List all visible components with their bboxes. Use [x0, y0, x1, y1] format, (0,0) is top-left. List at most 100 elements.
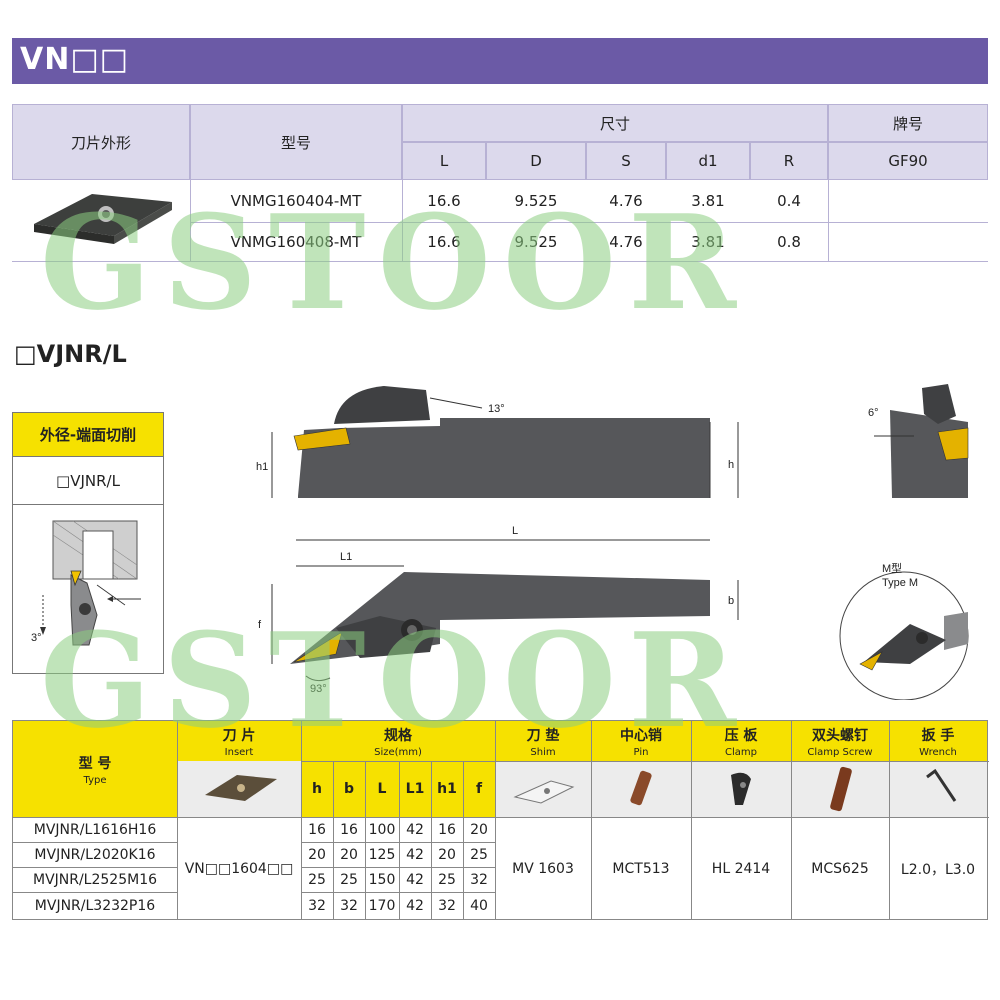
screw-header: 双头螺钉 Clamp Screw [791, 721, 889, 761]
grid-line [365, 761, 366, 919]
spec-row1-L: 100 [368, 822, 396, 838]
process-code: □VJNR/L [13, 457, 163, 505]
pin-header-en: Pin [633, 746, 649, 758]
spec-row4-model: MVJNR/L3232P16 [34, 898, 156, 914]
row2-D: 9.525 [514, 233, 558, 251]
grid-line [463, 761, 464, 919]
process-label: 外径-端面切削 [13, 413, 163, 457]
row1-d1: 3.81 [691, 192, 725, 210]
size-col-h: h [301, 761, 333, 817]
row2-model: VNMG160408-MT [230, 233, 362, 251]
wrench-picture-cell [889, 761, 987, 817]
clamp-value: HL 2414 [711, 860, 771, 877]
size-header: 规格 Size(mm) [301, 721, 495, 761]
screw-header-cn: 双头螺钉 [812, 727, 868, 744]
screw-picture [830, 766, 852, 812]
shim-picture-cell [495, 761, 591, 817]
grid-line [333, 761, 334, 919]
row2-d1: 3.81 [691, 233, 725, 251]
clamp-header-cn: 压 板 [724, 727, 758, 744]
col-divider [190, 180, 191, 262]
row2-L: 16.6 [427, 233, 461, 251]
spec-row3-b: 25 [340, 872, 358, 888]
dim-f: f [258, 619, 262, 631]
dim-b: b [728, 595, 734, 607]
angle-93: 93° [310, 683, 327, 695]
row1-L: 16.6 [427, 192, 461, 210]
screw-value: MCS625 [811, 860, 869, 877]
pin-picture-cell [591, 761, 691, 817]
grid-line [301, 842, 495, 843]
spec-row4-f: 40 [470, 898, 488, 914]
type-header-cn: 型 号 [78, 755, 112, 772]
pin-header: 中心销 Pin [591, 721, 691, 761]
col-divider [402, 180, 403, 262]
clamp-header-en: Clamp [725, 746, 757, 758]
model-header: 型号 [190, 104, 402, 180]
grid-line [591, 721, 592, 919]
grid-line [691, 721, 692, 919]
detail-type-cn: M型 [882, 561, 902, 575]
spec-row3-L: 150 [368, 872, 396, 888]
spec-row3-model: MVJNR/L2525M16 [32, 872, 158, 888]
wrench-header-en: Wrench [919, 746, 957, 758]
spec-row4-h1: 32 [438, 898, 456, 914]
dim-L: L [512, 525, 518, 537]
tool-drawing: h1 h 13° L L1 f b 93° 6° [250, 380, 990, 701]
type-header-en: Type [83, 774, 107, 786]
spec-row2-L1: 42 [406, 847, 424, 863]
grid-line [431, 761, 432, 919]
spec-row4-L: 170 [368, 898, 396, 914]
process-box: 外径-端面切削 □VJNR/L 3° [12, 412, 164, 674]
process-diagram: 3° [13, 505, 163, 673]
shim-header-en: Shim [530, 746, 556, 758]
grid-line [13, 817, 989, 818]
size-col-h1: h1 [431, 761, 463, 817]
grid-line [495, 721, 496, 919]
row-divider [190, 222, 988, 223]
spec-row4-h: 32 [308, 898, 326, 914]
insert-picture [205, 775, 277, 801]
screw-header-en: Clamp Screw [807, 746, 873, 758]
grid-line [301, 761, 989, 762]
spec-row3-L1: 42 [406, 872, 424, 888]
spec-row4-L1: 42 [406, 898, 424, 914]
clamp-picture-cell [691, 761, 791, 817]
grid-line [177, 721, 178, 919]
wrench-picture [926, 768, 957, 802]
col-L-header: L [402, 142, 486, 180]
dim-h: h [728, 459, 734, 471]
size-col-L1: L1 [399, 761, 431, 817]
grid-line [301, 721, 302, 919]
row1-R: 0.4 [777, 192, 801, 210]
size-col-b: b [333, 761, 365, 817]
wrench-header-cn: 扳 手 [921, 727, 955, 744]
spec-row2-h1: 20 [438, 847, 456, 863]
spec-row1-L1: 42 [406, 822, 424, 838]
spec-row2-L: 125 [368, 847, 396, 863]
insert-header: 刀 片 Insert [177, 721, 301, 761]
spec-row3-h1: 25 [438, 872, 456, 888]
col-d1-header: d1 [666, 142, 750, 180]
insert-table: 刀片外形 型号 尺寸 牌号 L D S d1 R GF90 VNMG160404… [12, 104, 988, 262]
section-title: □VJNR/L [14, 340, 127, 368]
size-col-L: L [365, 761, 399, 817]
angle-13: 13° [488, 403, 505, 415]
grid-line [791, 721, 792, 919]
row1-D: 9.525 [514, 192, 558, 210]
spec-row3-h: 25 [308, 872, 326, 888]
shim-value: MV 1603 [512, 860, 574, 877]
spec-row3-f: 32 [470, 872, 488, 888]
size-header-en: Size(mm) [374, 746, 422, 758]
wrench-value: L2.0，L3.0 [900, 861, 976, 878]
pin-header-cn: 中心销 [620, 727, 662, 744]
size-header: 尺寸 [402, 104, 828, 142]
angle-6: 6° [868, 407, 879, 419]
size-col-f: f [463, 761, 495, 817]
col-S-header: S [586, 142, 666, 180]
insert-header-en: Insert [224, 746, 254, 758]
clamp-header: 压 板 Clamp [691, 721, 791, 761]
col-R-header: R [750, 142, 828, 180]
row2-S: 4.76 [609, 233, 643, 251]
row-divider [12, 261, 988, 262]
